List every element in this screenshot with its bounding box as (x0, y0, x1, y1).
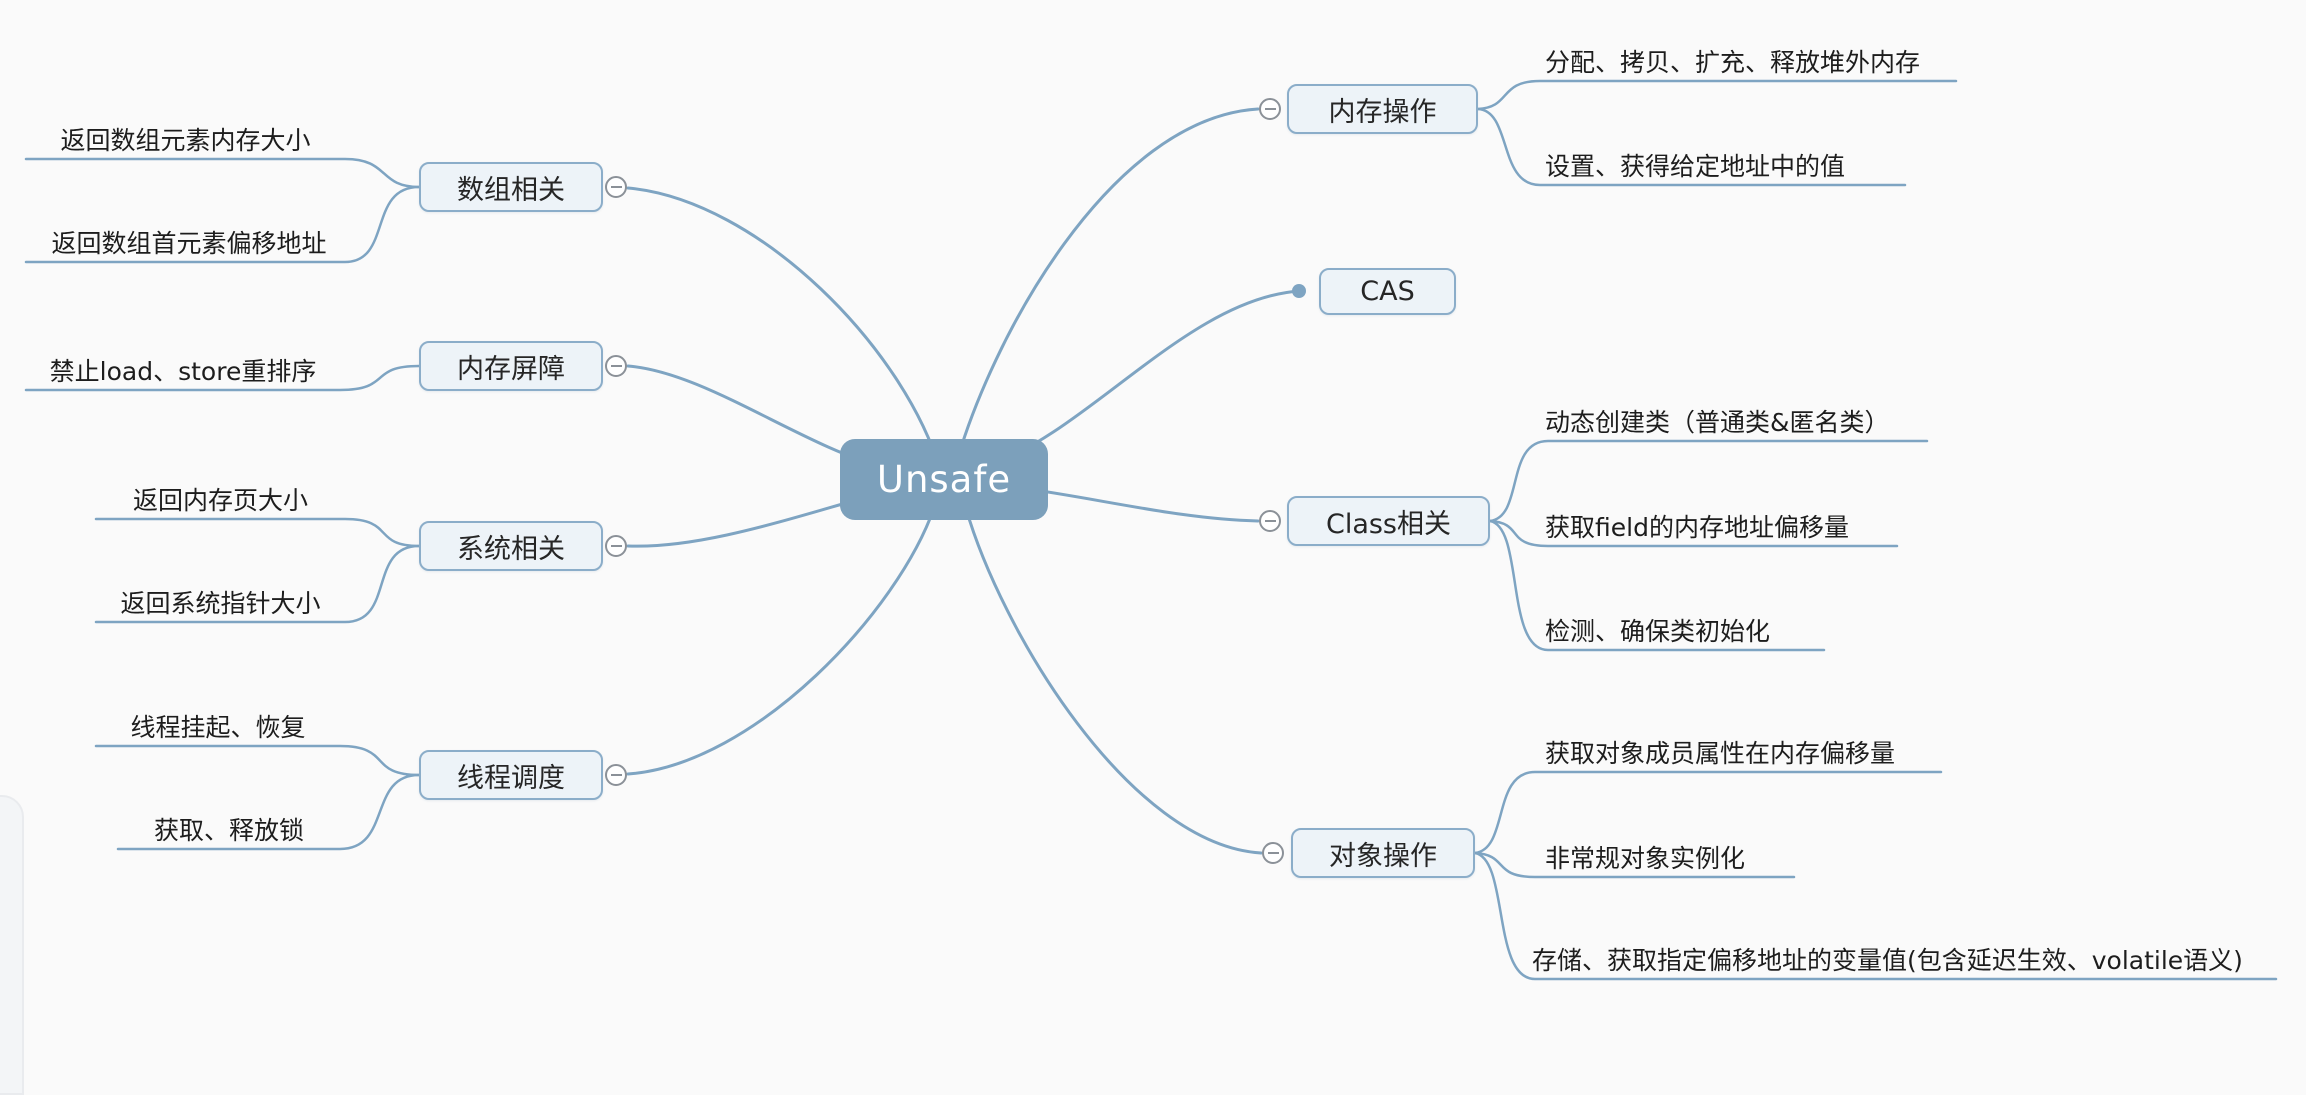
leafline-array-1 (24, 157, 421, 189)
leafline-objectops-2 (1473, 851, 1796, 879)
connector-root-to-array (626, 186, 942, 472)
leafline-class-3 (1488, 519, 1826, 652)
leaf-get-put-address[interactable]: 设置、获得给定地址中的值 (1545, 152, 1846, 181)
topic-system-related[interactable]: 系统相关 (419, 521, 603, 571)
leaf-array-base-offset[interactable]: 返回数组首元素偏移地址 (51, 229, 327, 258)
minus-icon (1264, 107, 1276, 111)
leaf-park-unpark[interactable]: 线程挂起、恢复 (130, 713, 306, 742)
topic-memory-operations[interactable]: 内存操作 (1287, 84, 1478, 134)
topic-cas[interactable]: CAS (1319, 268, 1456, 315)
leaf-ensure-class-init[interactable]: 检测、确保类初始化 (1545, 617, 1771, 646)
minus-icon (610, 364, 622, 368)
leaf-field-offset[interactable]: 获取field的内存地址偏移量 (1545, 513, 1849, 542)
minus-icon (1267, 851, 1279, 855)
collapse-button-membarrier[interactable] (605, 355, 627, 377)
minus-icon (610, 185, 622, 189)
leafline-system-1 (94, 517, 421, 548)
minus-icon (610, 544, 622, 548)
minus-icon (1264, 519, 1276, 523)
leafline-thread-2 (116, 773, 421, 851)
topic-thread-scheduling[interactable]: 线程调度 (419, 750, 603, 800)
leaf-forbid-reorder[interactable]: 禁止load、store重排序 (49, 357, 317, 386)
leafline-system-2 (94, 544, 421, 624)
collapse-button-system[interactable] (605, 535, 627, 557)
collapse-button-objectops[interactable] (1262, 842, 1284, 864)
connector-root-to-objectops (963, 503, 1263, 855)
minus-icon (610, 773, 622, 777)
leaf-lock-unlock[interactable]: 获取、释放锁 (153, 816, 304, 845)
leafline-class-1 (1488, 439, 1929, 523)
collapse-button-memoryops[interactable] (1259, 98, 1281, 120)
connector-lines (24, 79, 2278, 981)
topic-object-operations[interactable]: 对象操作 (1291, 828, 1475, 878)
topic-class-related[interactable]: Class相关 (1287, 496, 1490, 546)
leaf-pointer-size[interactable]: 返回系统指针大小 (120, 589, 321, 618)
topic-memory-barrier[interactable]: 内存屏障 (419, 341, 603, 391)
sheet-edge (0, 795, 24, 1095)
leaf-allocate-instance[interactable]: 非常规对象实例化 (1545, 844, 1746, 873)
connector-root-to-thread (626, 503, 937, 776)
leaf-array-element-size[interactable]: 返回数组元素内存大小 (60, 126, 311, 155)
leafline-array-2 (24, 185, 421, 264)
branch-endpoint-dot (1292, 284, 1306, 298)
leafline-membarrier-1 (24, 364, 421, 392)
collapse-button-class[interactable] (1259, 510, 1281, 532)
connector-root-to-memoryops (953, 107, 1260, 470)
leaf-get-put-volatile[interactable]: 存储、获取指定偏移地址的变量值(包含延迟生效、volatile语义) (1532, 946, 2243, 975)
collapse-button-thread[interactable] (605, 764, 627, 786)
leafline-memoryops-1 (1476, 79, 1958, 111)
root-topic-unsafe[interactable]: Unsafe (840, 439, 1048, 520)
leaf-page-size[interactable]: 返回内存页大小 (132, 486, 308, 515)
leafline-class-2 (1488, 519, 1899, 548)
collapse-button-array[interactable] (605, 176, 627, 198)
topic-array-related[interactable]: 数组相关 (419, 162, 603, 212)
leafline-objectops-3 (1473, 851, 2278, 981)
leafline-objectops-1 (1473, 770, 1943, 855)
leaf-object-field-offset[interactable]: 获取对象成员属性在内存偏移量 (1545, 739, 1896, 768)
leaf-alloc-copy-free[interactable]: 分配、拷贝、扩充、释放堆外内存 (1545, 48, 1921, 77)
leaf-define-class[interactable]: 动态创建类（普通类&匿名类） (1545, 408, 1890, 437)
mindmap-canvas: Unsafe 数组相关 内存屏障 系统相关 线程调度 内存操作 CAS Clas… (0, 48, 2278, 1095)
leafline-thread-1 (94, 744, 421, 777)
leafline-memoryops-2 (1476, 107, 1907, 187)
